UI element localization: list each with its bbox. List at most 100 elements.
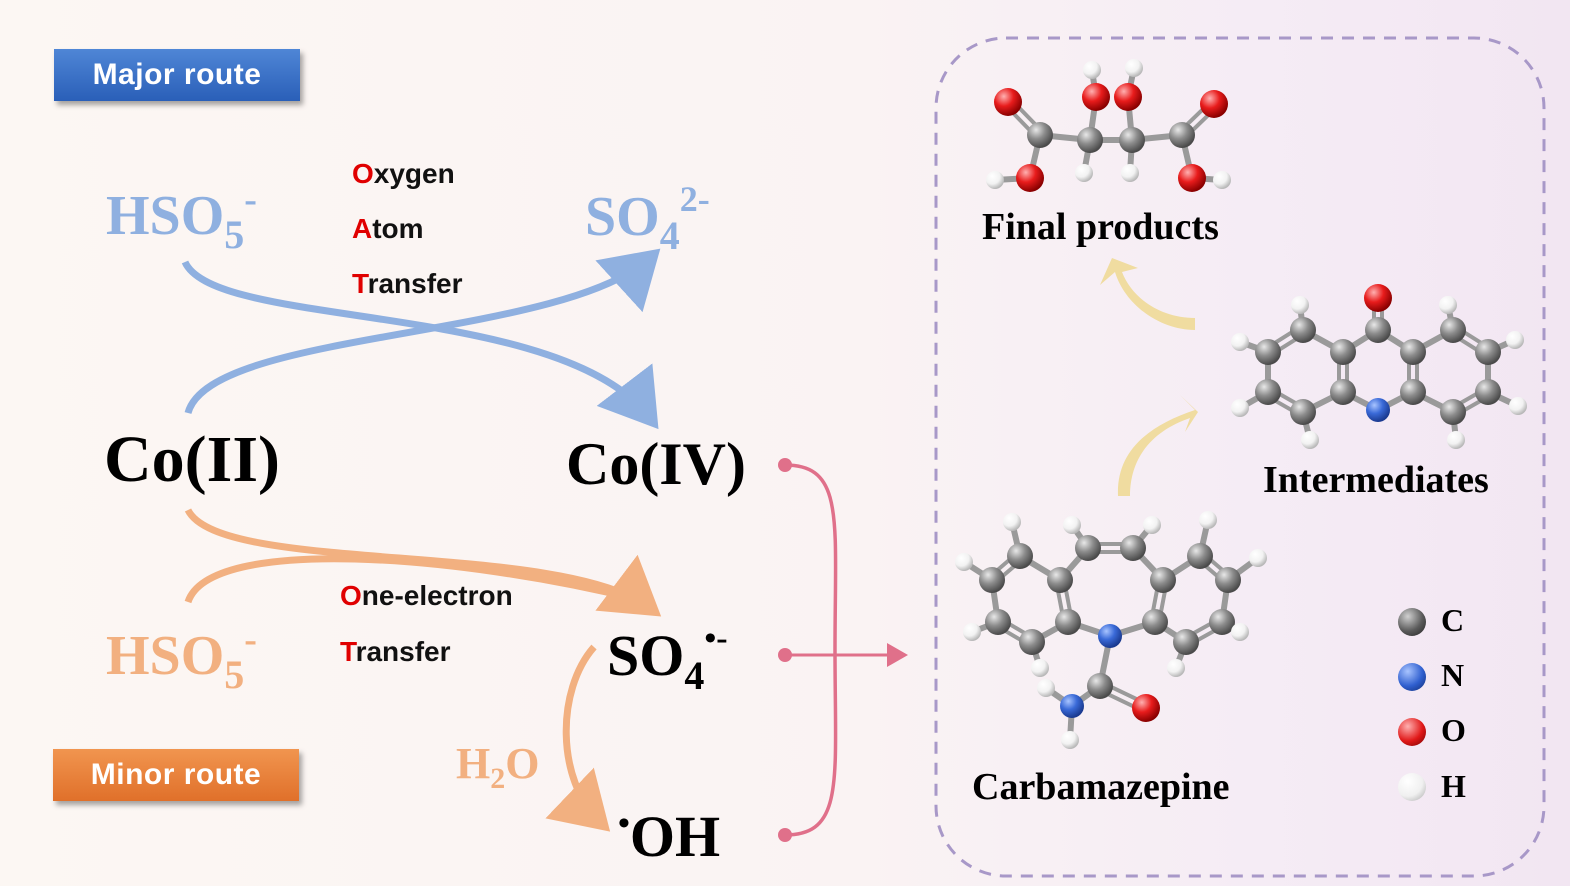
atom-o [1114,83,1142,111]
so4-top-sub: 4 [659,213,680,258]
atom-h [1291,296,1309,314]
oet-initial-o: O [340,580,362,611]
oh-radical-text: OH [629,804,721,869]
atom-n [1060,694,1084,718]
atom-o [1178,164,1206,192]
arrow-hso5-to-so4-radical [184,555,641,604]
atom-h [1447,431,1465,449]
oat-line-2: Atom [352,213,424,245]
oat-initial-a: A [352,213,373,244]
atom-h [1213,171,1231,189]
hso5-bottom-sub: 5 [224,652,245,697]
oat-rest-1: xygen [373,158,455,189]
legend-ball-carbon [1398,608,1426,636]
atom-n [1366,398,1390,422]
arrow-co2-to-so4 [184,248,661,415]
atom-h [1509,397,1527,415]
atom-c [1365,317,1391,343]
molecule-final-products [986,59,1231,192]
so4-radical-base: SO [607,623,685,688]
atom-c [1120,535,1146,561]
atom-c [1142,609,1168,635]
atom-h [1143,516,1161,534]
oat-line-1: Oxygen [352,158,455,190]
atom-c [1007,543,1033,569]
atom-c [1440,399,1466,425]
atom-h [1249,549,1267,567]
oh-radical-label: •OH [618,803,720,870]
so4-radical-sub: 4 [684,653,705,698]
hso5-bottom-base: HSO [106,625,225,687]
atom-c [1400,339,1426,365]
atom-h [1231,623,1249,641]
hso5-top-sup: - [244,179,257,221]
legend-label-carbon: C [1441,602,1465,638]
atom-c [1027,122,1053,148]
oet-line-1: One-electron [340,580,513,612]
oh-radical-dot: • [618,805,630,842]
pink-bracket [784,463,838,837]
atom-c [1047,567,1073,593]
atom-c [1019,629,1045,655]
pink-dot-so4 [778,648,792,662]
atom-c [1475,379,1501,405]
atom-c [1215,567,1241,593]
h2o-h: H [456,739,491,788]
co2-label: Co(II) [104,423,280,496]
atom-c [1255,339,1281,365]
atom-c [1150,567,1176,593]
oat-line-3: Transfer [352,268,463,300]
oet-initial-t: T [340,636,356,667]
atom-o [1364,284,1392,312]
oet-line-2: Transfer [340,636,451,668]
oat-rest-3: ransfer [367,268,463,299]
oat-initial-o: O [352,158,374,189]
atom-c [1330,379,1356,405]
so4-top-sup: 2- [679,179,710,219]
atom-c [1330,339,1356,365]
hso5-bottom-sup: - [244,619,257,661]
atom-c [1055,609,1081,635]
oet-rest-2: ransfer [355,636,451,667]
molecule-carbamazepine [955,511,1267,749]
flow-arrow-to-final [1100,258,1195,330]
atom-c [1209,609,1235,635]
oet-rest-1: ne-electron [361,580,513,611]
pink-dot-oh [778,828,792,842]
products-frame [934,36,1546,878]
co4-label: Co(IV) [566,431,746,497]
atom-c [1173,629,1199,655]
atom-c [1475,339,1501,365]
final-products-label: Final products [982,206,1219,248]
intermediates-label: Intermediates [1263,459,1489,501]
pink-dot-co4 [778,458,792,472]
hso5-bottom-label: HSO5- [106,618,257,698]
atom-n [1098,624,1122,648]
atom-h [1199,511,1217,529]
molecule-intermediates [1231,284,1527,449]
hso5-top-sub: 5 [224,212,245,257]
atom-c [1087,673,1113,699]
legend-label-oxygen: O [1441,712,1466,748]
oat-initial-t: T [352,268,368,299]
atom-h [1083,61,1101,79]
atom-h [1003,513,1021,531]
atom-c [1400,379,1426,405]
atom-c [979,567,1005,593]
atom-h [963,623,981,641]
legend-ball-oxygen [1398,718,1426,746]
atom-h [1063,516,1081,534]
atom-h [1031,659,1049,677]
carbamazepine-label: Carbamazepine [972,766,1230,808]
arrow-hso5-to-co4 [181,260,659,430]
arrow-so4-to-oh [545,644,611,832]
atom-c [1255,379,1281,405]
h2o-sub: 2 [490,762,506,795]
legend-ball-nitrogen [1398,663,1426,691]
atom-h [1121,164,1139,182]
minor-route-badge: Minor route [53,749,299,801]
atom-h [955,553,973,571]
so4-radical-label: SO4•- [607,620,728,699]
atom-h [1125,59,1143,77]
